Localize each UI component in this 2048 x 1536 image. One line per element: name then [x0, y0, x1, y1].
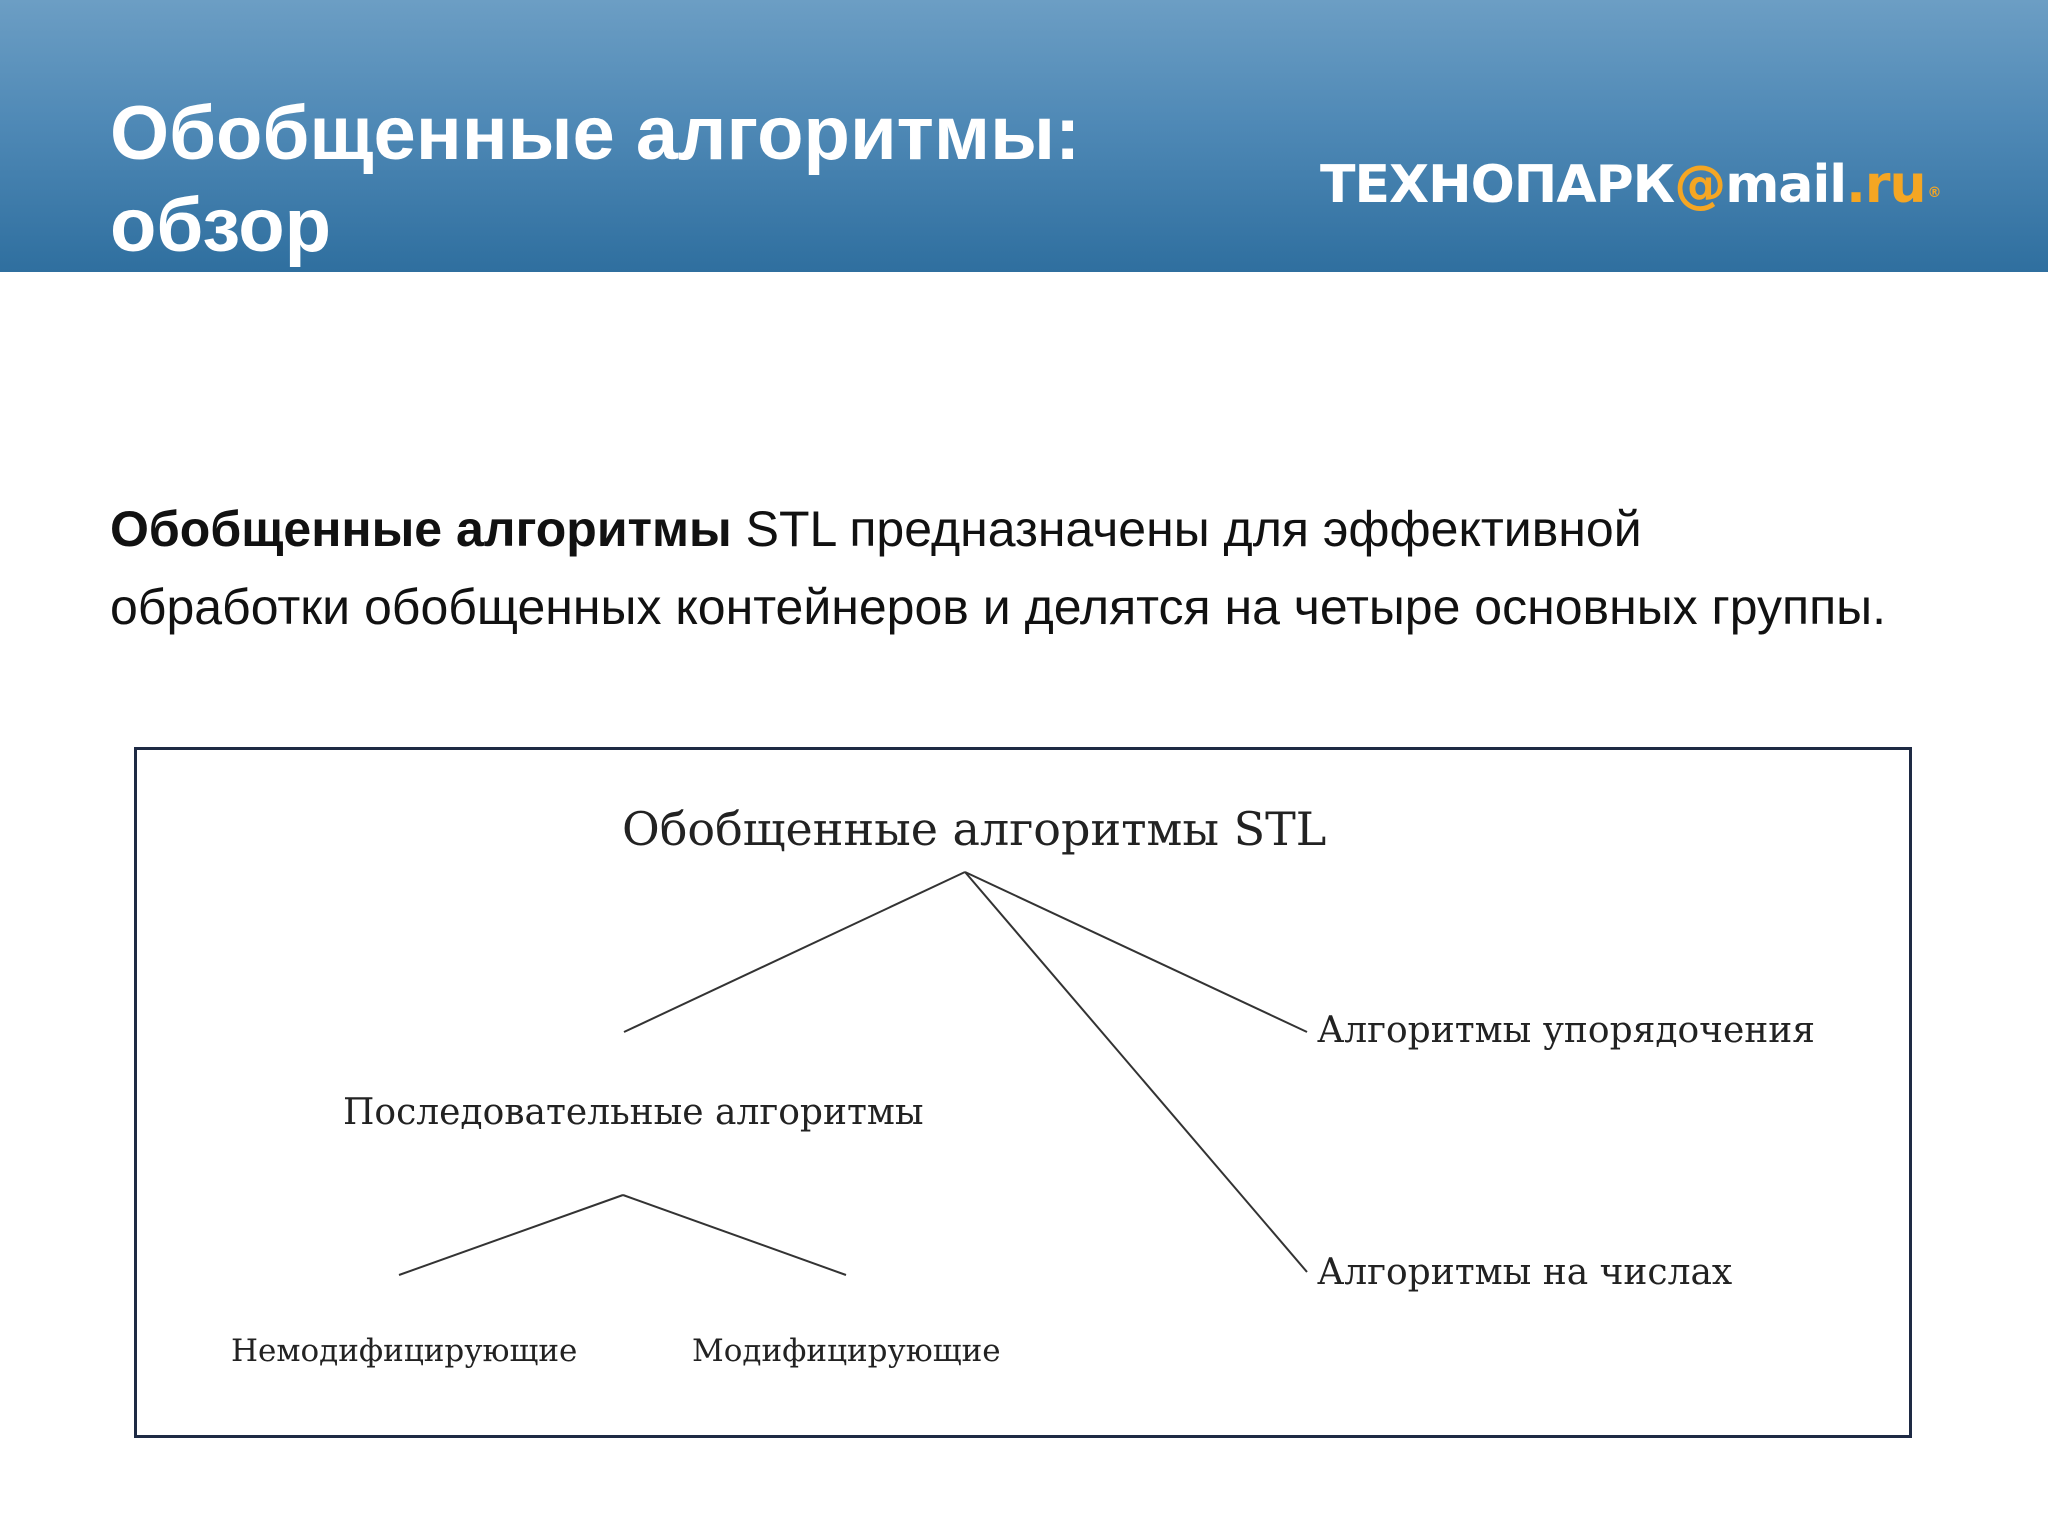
edge-root-to-sequential	[623, 871, 966, 1033]
node-non-modifying: Немодифицирующие	[231, 1333, 578, 1369]
header-banner: Обобщенные алгоритмы: обзор ТЕХНОПАРК@ma…	[0, 0, 2048, 272]
logo-at-sign: @	[1674, 155, 1726, 215]
intro-bold-lead: Обобщенные алгоритмы	[110, 501, 732, 557]
node-sorting-algorithms: Алгоритмы упорядочения	[1317, 1010, 1815, 1051]
page-title-line-2: обзор	[110, 183, 332, 268]
edge-root-to-sorting	[964, 871, 1308, 1033]
node-modifying: Модифицирующие	[692, 1333, 1001, 1369]
edge-sequential-to-modifying	[622, 1194, 847, 1276]
node-stl-algorithms: Обобщенные алгоритмы STL	[622, 802, 1327, 856]
technopark-mail-logo: ТЕХНОПАРК@mail.ru®	[1320, 153, 1942, 217]
edge-root-to-numeric	[964, 871, 1308, 1273]
algorithm-tree-diagram: Обобщенные алгоритмы STL Последовательны…	[134, 747, 1912, 1438]
logo-registered-mark: ®	[1927, 185, 1942, 201]
intro-text: STL предназначены для эффективной обрабо…	[110, 501, 1887, 635]
page-title-line-1: Обобщенные алгоритмы:	[110, 91, 1081, 176]
logo-text-ru: ru	[1864, 155, 1927, 215]
intro-paragraph: Обобщенные алгоритмы STL предназначены д…	[110, 490, 1890, 646]
logo-text-technopark: ТЕХНОПАРК	[1320, 155, 1675, 215]
diagram-connectors	[398, 871, 1308, 1276]
edge-sequential-to-nonmodifying	[398, 1194, 624, 1276]
logo-dot: .	[1846, 155, 1866, 215]
page-title: Обобщенные алгоритмы: обзор	[110, 88, 1080, 272]
node-sequential-algorithms: Последовательные алгоритмы	[343, 1092, 924, 1133]
node-numeric-algorithms: Алгоритмы на числах	[1317, 1252, 1733, 1293]
logo-text-mail: mail	[1725, 155, 1847, 215]
